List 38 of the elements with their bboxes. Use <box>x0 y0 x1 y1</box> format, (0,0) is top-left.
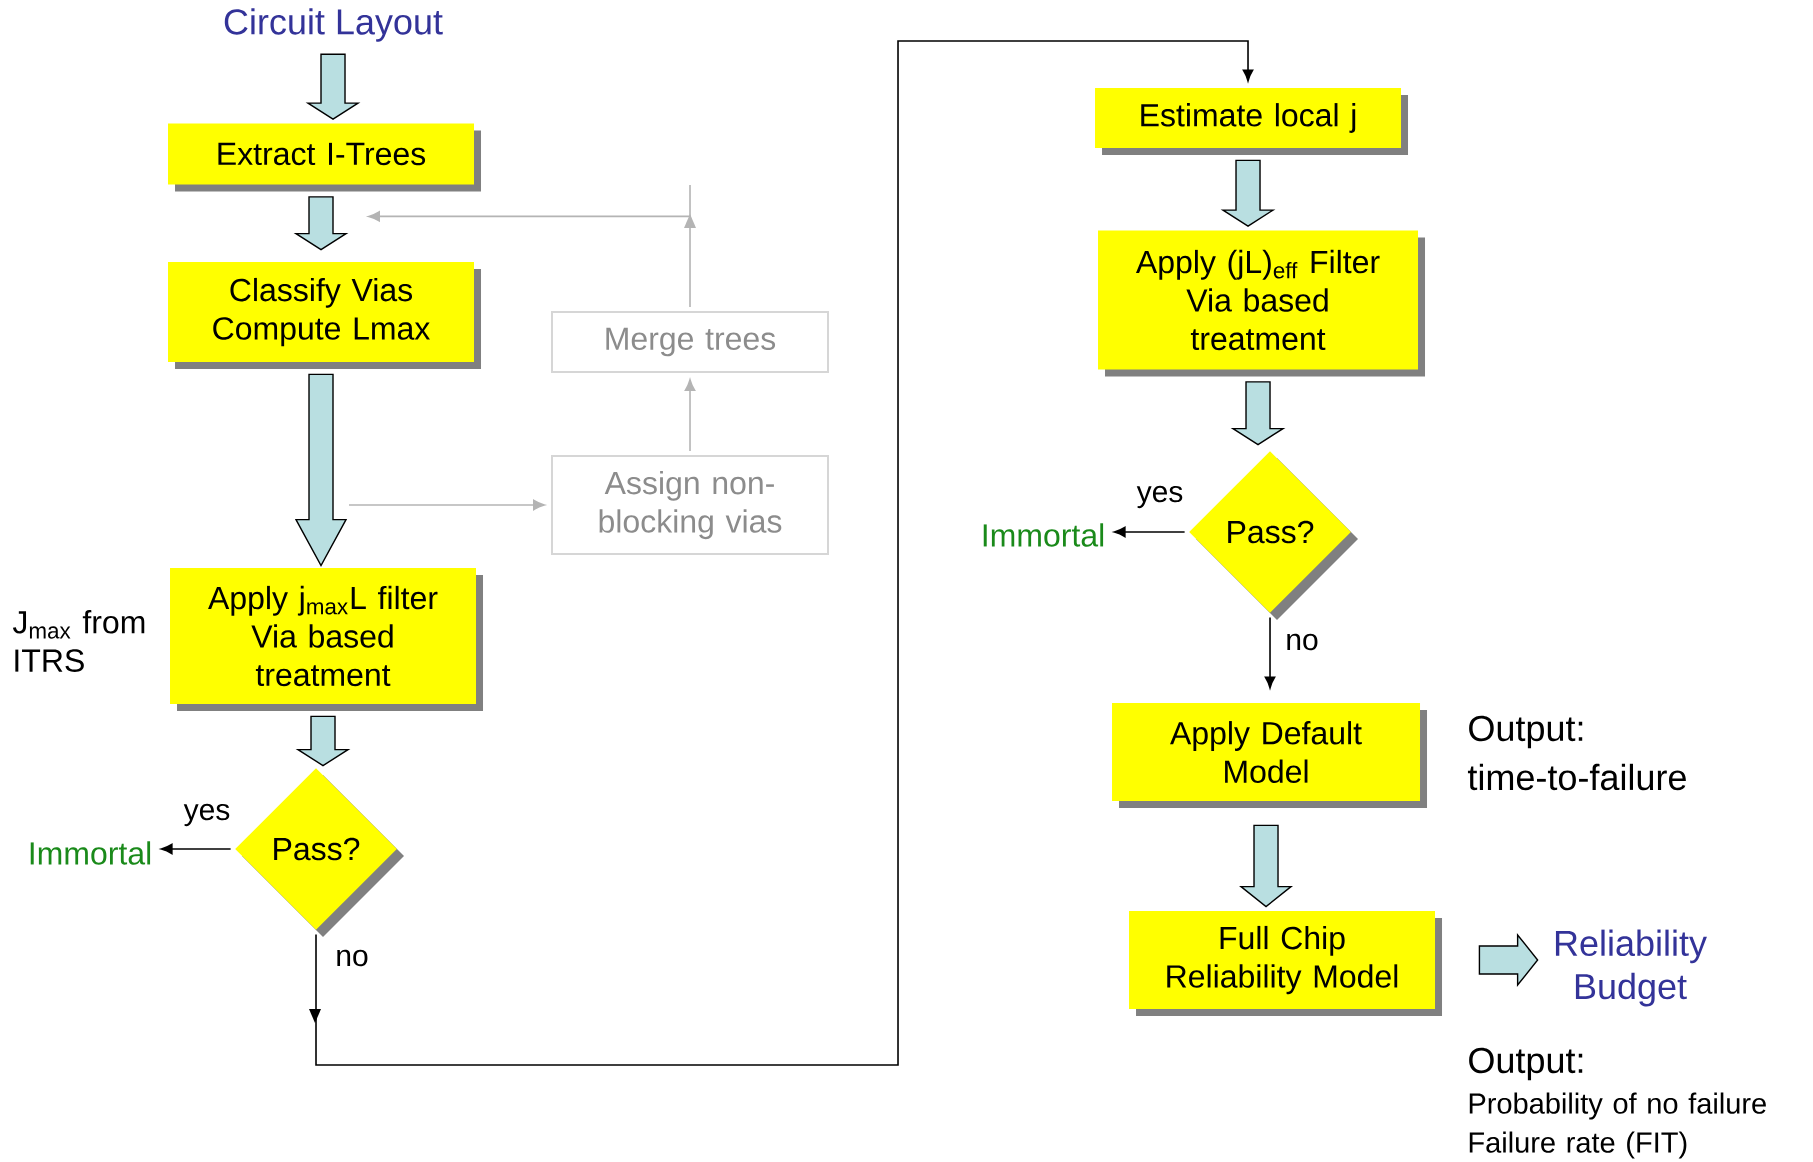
block-arrow <box>1220 159 1276 227</box>
block-arrow <box>294 373 348 568</box>
edge-label: no <box>1283 631 1321 653</box>
edge-label: yes <box>1134 483 1186 511</box>
arrow <box>1264 616 1276 689</box>
block-arrow <box>1230 381 1286 446</box>
block-arrow <box>1239 824 1293 908</box>
process-box: Extract I-Trees <box>168 123 481 192</box>
note-text: Output: <box>1469 1047 1583 1081</box>
process-box: Apply Default Model <box>1112 703 1427 808</box>
outcome-label: Immortal <box>30 841 151 865</box>
block-arrow <box>293 196 349 251</box>
arrow <box>684 379 696 452</box>
block-arrow <box>305 53 361 120</box>
process-box: Apply j$_{max}$L filter Via based treatment <box>170 568 483 711</box>
process-box: Estimate local j <box>1095 88 1408 155</box>
arrow <box>160 843 232 855</box>
process-box: Merge trees <box>551 311 829 373</box>
edge-label: yes <box>181 801 233 829</box>
flow-label: Circuit Layout <box>224 8 443 42</box>
note-text: J$_{max}$ from ITRS <box>12 610 145 672</box>
note-text: time-to-failure <box>1467 763 1686 791</box>
arrow <box>309 40 1254 1066</box>
note-text: Failure rate (FIT) <box>1469 1131 1687 1159</box>
arrow <box>368 184 696 308</box>
outcome-label: Reliability Budget <box>1555 929 1707 1007</box>
block-arrow <box>1478 933 1539 987</box>
process-box: Classify Vias Compute Lmax <box>168 262 481 369</box>
outcome-label: Immortal <box>983 523 1104 547</box>
edge-label: no <box>333 947 371 969</box>
process-box: Full Chip Reliability Model <box>1129 911 1442 1016</box>
arrow <box>348 499 545 511</box>
process-box: Apply (jL)$_{eff}$ Filter Via based treatment <box>1098 230 1425 377</box>
note-text: Output: <box>1469 715 1583 749</box>
note-text: Probability of no failure <box>1469 1092 1766 1120</box>
process-box: Assign non-blocking vias <box>551 455 829 555</box>
arrow <box>1113 526 1186 538</box>
block-arrow <box>295 715 351 767</box>
